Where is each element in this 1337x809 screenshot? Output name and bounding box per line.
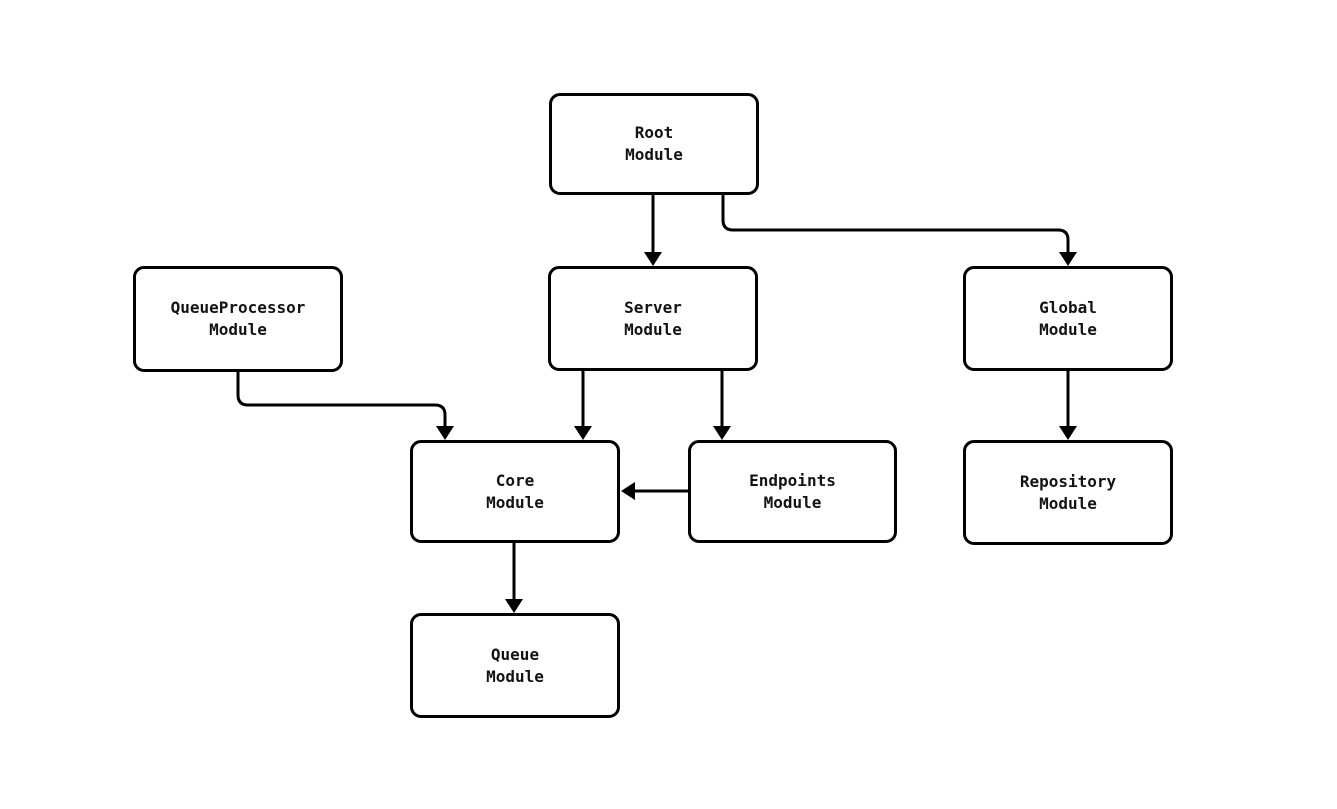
arrowhead-queueprocessor-core xyxy=(436,426,454,440)
node-queueprocessor[interactable]: QueueProcessor Module xyxy=(133,266,343,372)
arrowhead-endpoints-core xyxy=(621,482,635,500)
node-server[interactable]: Server Module xyxy=(548,266,758,371)
node-queue[interactable]: Queue Module xyxy=(410,613,620,718)
arrowhead-root-global xyxy=(1059,252,1077,266)
node-repository-label: Repository Module xyxy=(1019,471,1117,513)
arrowhead-core-queue xyxy=(505,599,523,613)
node-queue-label: Queue Module xyxy=(486,644,544,686)
node-core[interactable]: Core Module xyxy=(410,440,620,543)
arrowhead-root-server xyxy=(644,252,662,266)
node-server-label: Server Module xyxy=(624,297,682,339)
node-root[interactable]: Root Module xyxy=(549,93,759,195)
edge-queueprocessor-core xyxy=(236,372,447,432)
node-endpoints[interactable]: Endpoints Module xyxy=(688,440,897,543)
arrowhead-server-core xyxy=(574,426,592,440)
node-global[interactable]: Global Module xyxy=(963,266,1173,371)
node-queueprocessor-label: QueueProcessor Module xyxy=(170,298,306,339)
arrowhead-global-repository xyxy=(1059,426,1077,440)
node-root-label: Root Module xyxy=(625,123,683,164)
node-endpoints-label: Endpoints Module xyxy=(749,470,836,512)
node-repository[interactable]: Repository Module xyxy=(963,440,1173,545)
edge-root-global xyxy=(721,195,1070,258)
node-global-label: Global Module xyxy=(1039,297,1097,339)
edge-paths xyxy=(236,195,1070,605)
arrowhead-server-endpoints xyxy=(713,426,731,440)
node-core-label: Core Module xyxy=(486,470,544,512)
